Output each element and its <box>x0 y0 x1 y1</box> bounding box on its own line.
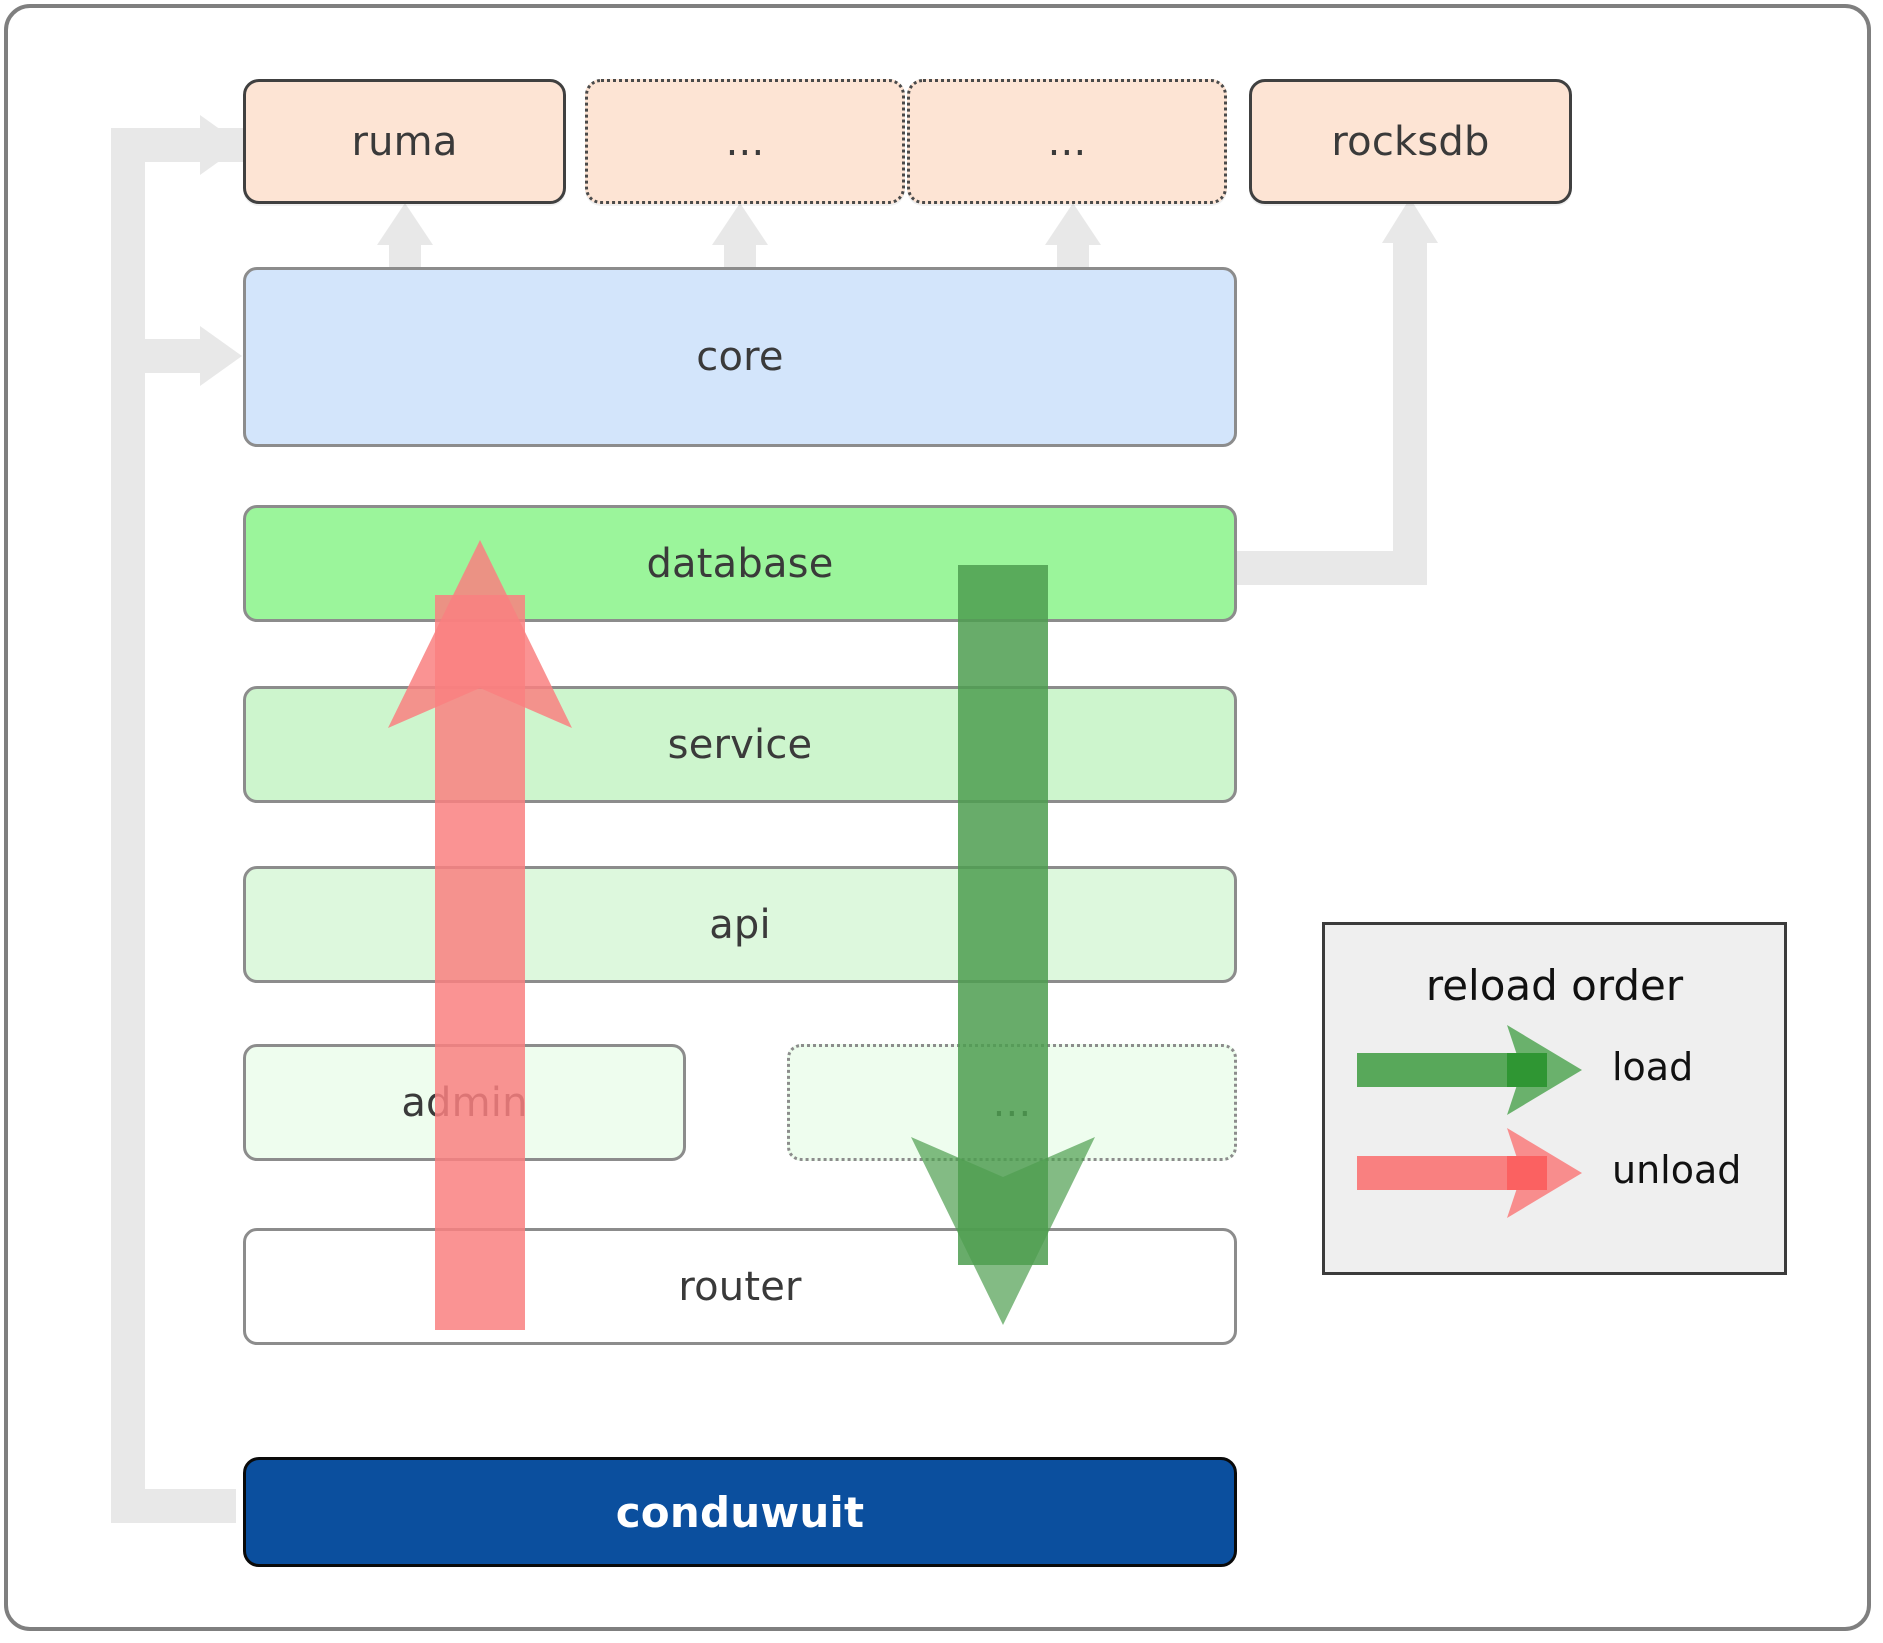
legend-label-unload: unload <box>1612 1148 1742 1192</box>
dependency-node-rocksdb[interactable]: rocksdb <box>1249 79 1572 204</box>
layer-label-router: router <box>678 1263 802 1310</box>
connector-core-dots2-arrow-icon <box>1045 203 1101 245</box>
legend-title: reload order <box>1425 961 1684 1010</box>
legend-swatch-load <box>1357 1025 1587 1119</box>
connector-db-vertical <box>1393 238 1427 585</box>
connector-arrow-rocksdb-icon <box>1382 198 1438 243</box>
connector-trunk-vertical <box>111 128 145 1523</box>
application-node-conduwuit[interactable]: conduwuit <box>243 1457 1237 1567</box>
layer-label-database: database <box>646 540 834 587</box>
legend-swatch-unload <box>1357 1128 1587 1222</box>
layer-label-service: service <box>667 721 813 768</box>
connector-core-ruma-arrow-icon <box>377 203 433 245</box>
layer-label-api: api <box>709 901 771 948</box>
legend-label-load: load <box>1612 1045 1694 1089</box>
dependency-node-ruma[interactable]: ruma <box>243 79 566 204</box>
dependency-label-ruma: ruma <box>351 118 458 165</box>
dependency-label-dots-2: ... <box>1047 118 1087 165</box>
dependency-node-dots-1[interactable]: ... <box>585 79 905 204</box>
dependency-node-dots-2[interactable]: ... <box>907 79 1227 204</box>
unload-flow-arrow <box>380 540 580 1330</box>
legend-panel: reload order load unload <box>1322 922 1787 1275</box>
dependency-label-rocksdb: rocksdb <box>1331 118 1490 165</box>
connector-trunk-bottom <box>111 1489 236 1523</box>
load-flow-arrow <box>903 565 1103 1325</box>
dependency-label-dots-1: ... <box>725 118 765 165</box>
connector-arrow-core-icon <box>200 326 242 386</box>
layer-label-core: core <box>696 334 784 380</box>
connector-arrow-ruma-icon <box>200 115 242 175</box>
layer-node-core[interactable]: core <box>243 267 1237 447</box>
application-label-conduwuit: conduwuit <box>615 1487 865 1537</box>
connector-core-dots1-arrow-icon <box>712 203 768 245</box>
